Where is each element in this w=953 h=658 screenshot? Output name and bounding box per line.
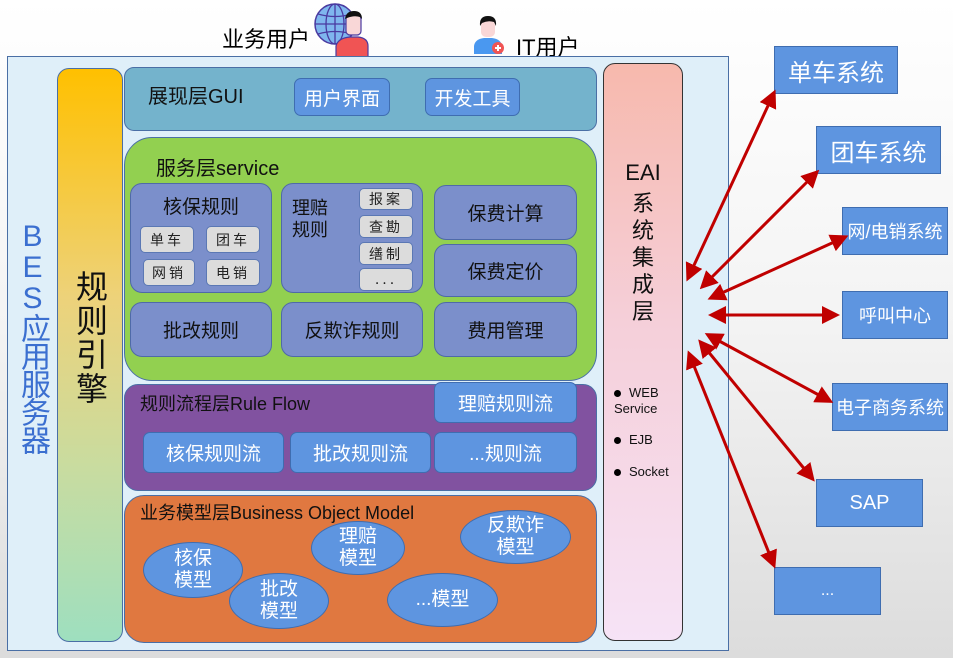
model-line1: 理赔 (338, 526, 377, 547)
rule-engine-char: 规则引擎 (71, 270, 109, 406)
protocol-web-service: WEB Service (614, 385, 680, 417)
underwriting-rule-flow-button[interactable]: 核保规则流 (143, 432, 284, 473)
anti-fraud-model-ellipse[interactable]: 反欺诈模型 (460, 510, 571, 564)
endorsement-rules-box[interactable]: 批改规则 (130, 302, 272, 357)
premium-pricing-box[interactable]: 保费定价 (434, 244, 577, 297)
eai-subtitle-char: 层 (631, 299, 654, 324)
bullet-icon (614, 437, 621, 445)
chip-group-vehicle[interactable]: 团车 (206, 226, 260, 253)
claims-rules-title: 理赔 规则 (292, 197, 328, 241)
system-online-tele-sales[interactable]: 网/电销系统 (842, 207, 948, 255)
system-call-center[interactable]: 呼叫中心 (842, 291, 948, 339)
endorsement-model-ellipse[interactable]: 批改模型 (229, 573, 329, 629)
rule-engine-bar (57, 68, 123, 642)
system-group-vehicle[interactable]: 团车系统 (816, 126, 941, 174)
bullet-icon (614, 390, 621, 398)
underwriting-rules-title: 核保规则 (162, 197, 239, 218)
model-line1: 批改 (259, 579, 298, 600)
protocol-socket: Socket (614, 464, 669, 480)
chip-compile[interactable]: 缮制 (359, 242, 413, 265)
protocol-label: EJB (629, 432, 653, 447)
chip-single-vehicle[interactable]: 单车 (140, 226, 194, 253)
rule-engine-label: 规则引擎 (57, 270, 123, 406)
business-user-icon (310, 2, 370, 59)
system-e-commerce[interactable]: 电子商务系统 (832, 383, 948, 431)
underwriting-model-ellipse[interactable]: 核保模型 (143, 542, 243, 598)
app-server-label: BES应用服务器 (16, 220, 49, 453)
claims-model-ellipse[interactable]: 理赔模型 (311, 521, 405, 575)
anti-fraud-rules-box[interactable]: 反欺诈规则 (281, 302, 423, 357)
model-line2: 模型 (173, 570, 212, 591)
chip-report[interactable]: 报案 (359, 188, 413, 210)
dev-tools-button[interactable]: 开发工具 (425, 78, 520, 116)
eai-title: EAI (625, 160, 661, 185)
chip-online-sales[interactable]: 网销 (143, 259, 195, 286)
protocol-ejb: EJB (614, 432, 653, 448)
chip-tele-sales[interactable]: 电销 (206, 259, 260, 286)
rule-flow-layer-title: 规则流程层Rule Flow (140, 394, 311, 414)
system-single-vehicle[interactable]: 单车系统 (774, 46, 898, 94)
eai-subtitle-char: 集 (631, 245, 654, 270)
bullet-icon (614, 469, 621, 477)
it-user-label: IT用户 (516, 35, 580, 60)
system-sap[interactable]: SAP (816, 479, 923, 527)
user-interface-button[interactable]: 用户界面 (294, 78, 390, 116)
gui-layer-title: 展现层GUI (148, 86, 244, 108)
model-line2: 模型 (496, 537, 535, 558)
it-user-icon (472, 12, 504, 54)
model-line2: 模型 (259, 601, 298, 622)
model-line1: ...模型 (415, 589, 470, 610)
business-user-label: 业务用户 (222, 27, 311, 52)
expense-management-box[interactable]: 费用管理 (434, 302, 577, 357)
claims-rule-flow-button[interactable]: 理赔规则流 (434, 382, 577, 423)
model-line2: 模型 (338, 548, 377, 569)
more-model-ellipse[interactable]: ...模型 (387, 573, 498, 627)
service-layer-title: 服务层service (156, 158, 280, 180)
eai-subtitle-char: 成 (631, 272, 654, 297)
chip-survey[interactable]: 查勘 (359, 215, 413, 238)
protocol-label: Socket (629, 464, 669, 479)
arrow-online-tele-sales (707, 234, 849, 301)
system-more[interactable]: ... (774, 567, 881, 615)
model-line1: 核保 (173, 548, 212, 569)
eai-subtitle-char: 统 (631, 218, 654, 243)
more-rule-flow-button[interactable]: ...规则流 (434, 432, 577, 473)
eai-integration-layer (603, 63, 683, 641)
endorsement-rule-flow-button[interactable]: 批改规则流 (290, 432, 431, 473)
claims-rules-title-line2: 规则 (292, 220, 328, 240)
claims-rules-title-line1: 理赔 (292, 198, 328, 218)
premium-calc-box[interactable]: 保费计算 (434, 185, 577, 240)
bom-layer-title: 业务模型层Business Object Model (140, 503, 415, 523)
protocol-label: WEB Service (614, 385, 659, 416)
eai-subtitle: 系 统 集 成 层 (603, 190, 683, 325)
chip-more[interactable]: ... (359, 268, 413, 291)
model-line1: 反欺诈 (486, 515, 544, 536)
eai-subtitle-char: 系 (631, 191, 654, 216)
